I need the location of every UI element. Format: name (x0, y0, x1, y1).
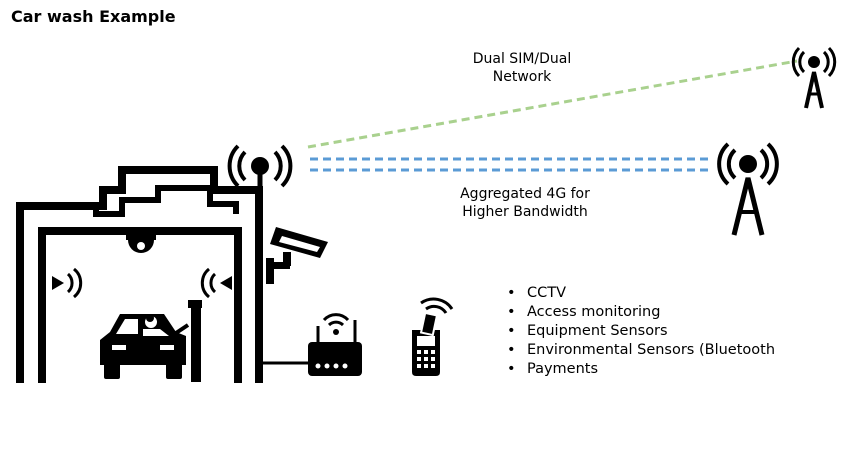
sensor-signal-icon (200, 267, 232, 299)
router-icon (259, 313, 362, 376)
list-item: Access monitoring (507, 303, 775, 322)
antenna-broadcast-icon (227, 144, 293, 198)
feature-list: CCTV Access monitoring Equipment Sensors… (507, 284, 775, 379)
dual-network-link (307, 59, 798, 149)
list-item: Payments (507, 360, 775, 379)
dome-camera-icon (126, 235, 156, 253)
car-wash-building-icon (16, 166, 263, 383)
payment-terminal-icon (412, 297, 454, 376)
cctv-camera-icon (266, 227, 328, 284)
cell-tower-icon (717, 142, 779, 236)
aggregated-bandwidth-label: Aggregated 4G for Higher Bandwidth (460, 186, 590, 220)
list-item: Environmental Sensors (Bluetooth (507, 341, 775, 360)
sensor-signal-icon (52, 267, 83, 299)
cell-tower-icon (791, 46, 837, 109)
barrier-gate-icon (188, 300, 202, 382)
list-item: Equipment Sensors (507, 322, 775, 341)
page-title: Car wash Example (11, 7, 176, 26)
dual-network-label: Dual SIM/Dual Network (472, 51, 572, 85)
list-item: CCTV (507, 284, 775, 303)
aggregated-4g-link (310, 157, 712, 172)
car-icon (100, 314, 190, 379)
